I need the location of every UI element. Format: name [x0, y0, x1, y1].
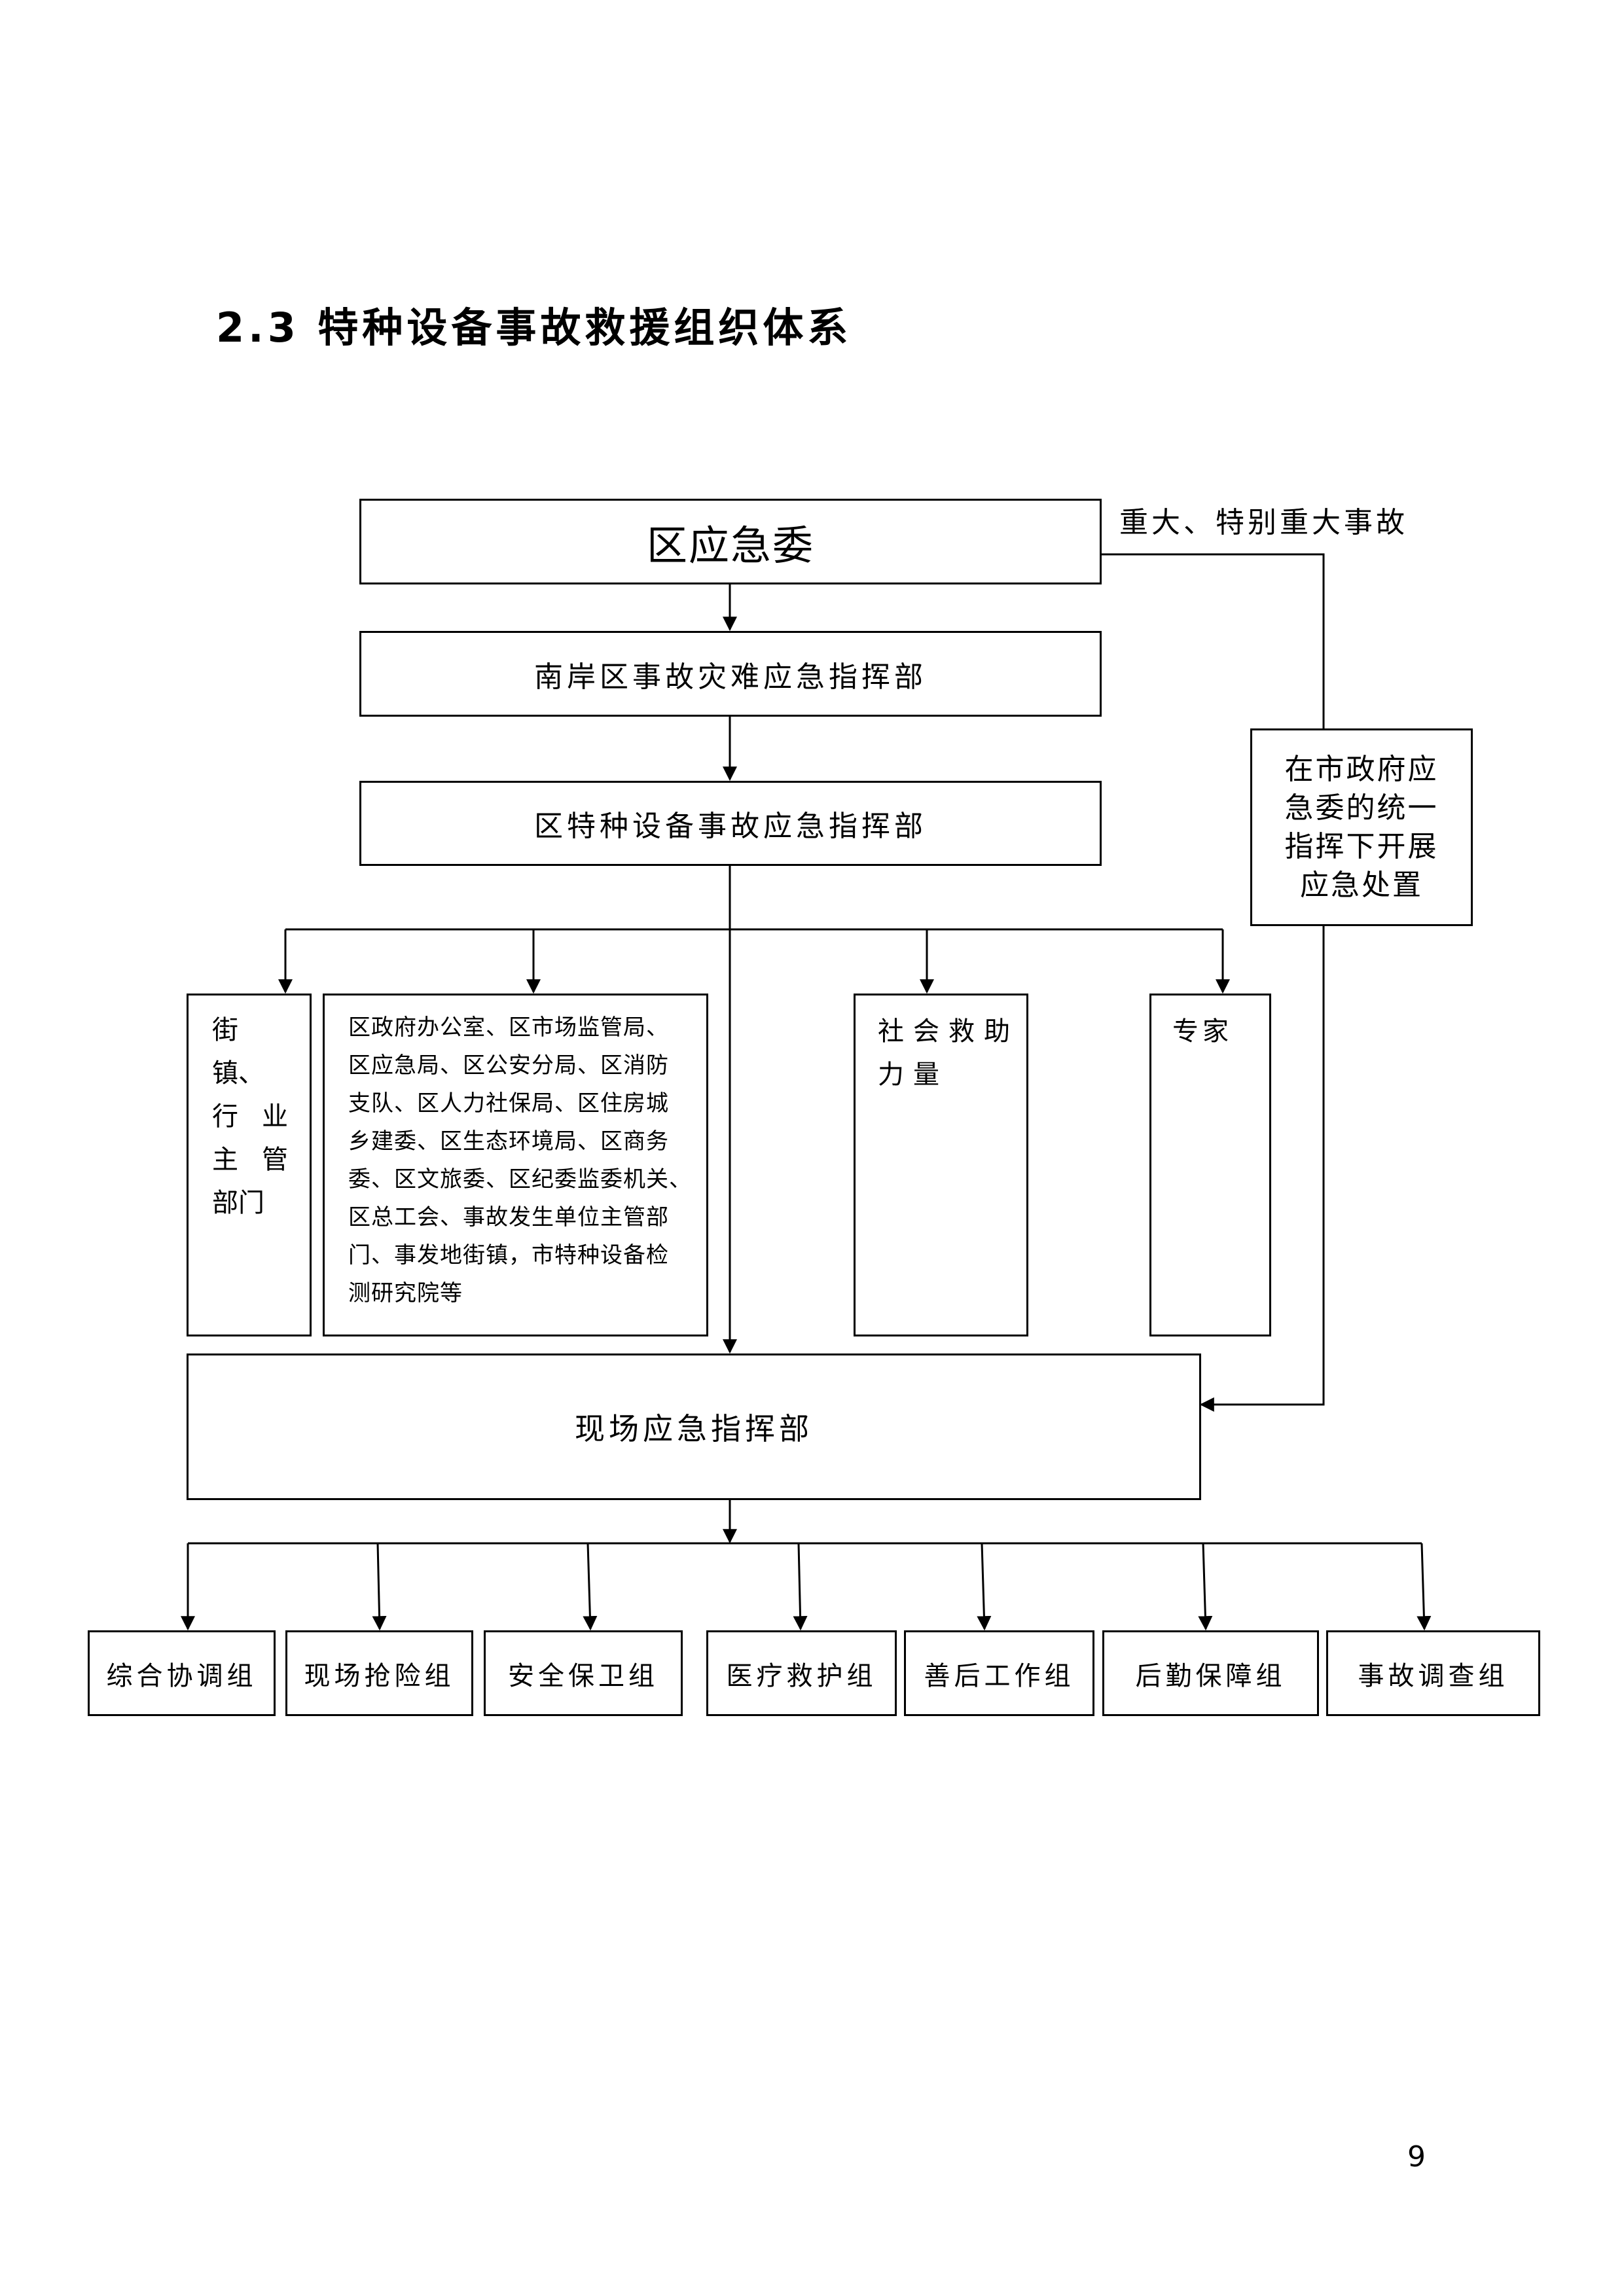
committee-box: 区应急委 — [359, 499, 1102, 584]
field-hq-label: 现场应急指挥部 — [575, 1411, 813, 1446]
group-box: 安全保卫组 — [484, 1630, 683, 1716]
departments-box: 区政府办公室、区市场监管局、 区应急局、区公安分局、区消防 支队、区人力社保局、… — [323, 994, 708, 1336]
group-box: 综合协调组 — [88, 1630, 276, 1716]
group-label: 善后工作组 — [924, 1660, 1075, 1691]
group-label: 医疗救护组 — [726, 1660, 877, 1691]
group-box: 善后工作组 — [904, 1630, 1094, 1716]
arrow-to-group-2 — [372, 1543, 387, 1631]
field-hq-box: 现场应急指挥部 — [187, 1353, 1201, 1500]
district-hq-box: 南岸区事故灾难应急指挥部 — [359, 631, 1102, 717]
district-hq-label: 南岸区事故灾难应急指挥部 — [534, 660, 927, 694]
city-gov-label: 在市政府应 急委的统一 指挥下开展 应急处置 — [1284, 753, 1439, 902]
group-box: 事故调查组 — [1326, 1630, 1540, 1716]
special-hq-label: 区特种设备事故应急指挥部 — [534, 810, 927, 843]
group-box: 医疗救护组 — [706, 1630, 897, 1716]
group-label: 综合协调组 — [106, 1660, 257, 1691]
social-forces-box: 社会救助 力量 — [854, 994, 1028, 1336]
arrow-to-group-6 — [1198, 1543, 1213, 1631]
group-label: 现场抢险组 — [304, 1660, 455, 1691]
arrow-to-group-4 — [793, 1543, 808, 1631]
page-number: 9 — [1407, 2140, 1426, 2174]
street-depts-box: 街镇、 行业 主管 部门 — [187, 994, 312, 1336]
committee-label: 区应急委 — [646, 521, 814, 569]
experts-box: 专家 — [1149, 994, 1271, 1336]
arrow-city-to-field — [1199, 926, 1325, 1412]
major-accident-path — [1102, 553, 1325, 728]
page-title: 2.3 特种设备事故救援组织体系 — [216, 304, 852, 351]
arrow-to-group-7 — [1416, 1543, 1432, 1631]
arrow-to-group-5 — [977, 1543, 992, 1631]
group-label: 后勤保障组 — [1135, 1660, 1286, 1691]
group-box: 现场抢险组 — [285, 1630, 473, 1716]
major-accident-note: 重大、特别重大事故 — [1119, 506, 1408, 539]
arrow-to-group-3 — [583, 1543, 598, 1631]
group-label: 安全保卫组 — [508, 1660, 659, 1691]
group-box: 后勤保障组 — [1102, 1630, 1319, 1716]
special-hq-box: 区特种设备事故应急指挥部 — [359, 781, 1102, 866]
group-label: 事故调查组 — [1358, 1660, 1509, 1691]
street-depts-label: 街镇、 行业 主管 部门 — [212, 1015, 288, 1218]
city-gov-box: 在市政府应 急委的统一 指挥下开展 应急处置 — [1250, 728, 1473, 926]
